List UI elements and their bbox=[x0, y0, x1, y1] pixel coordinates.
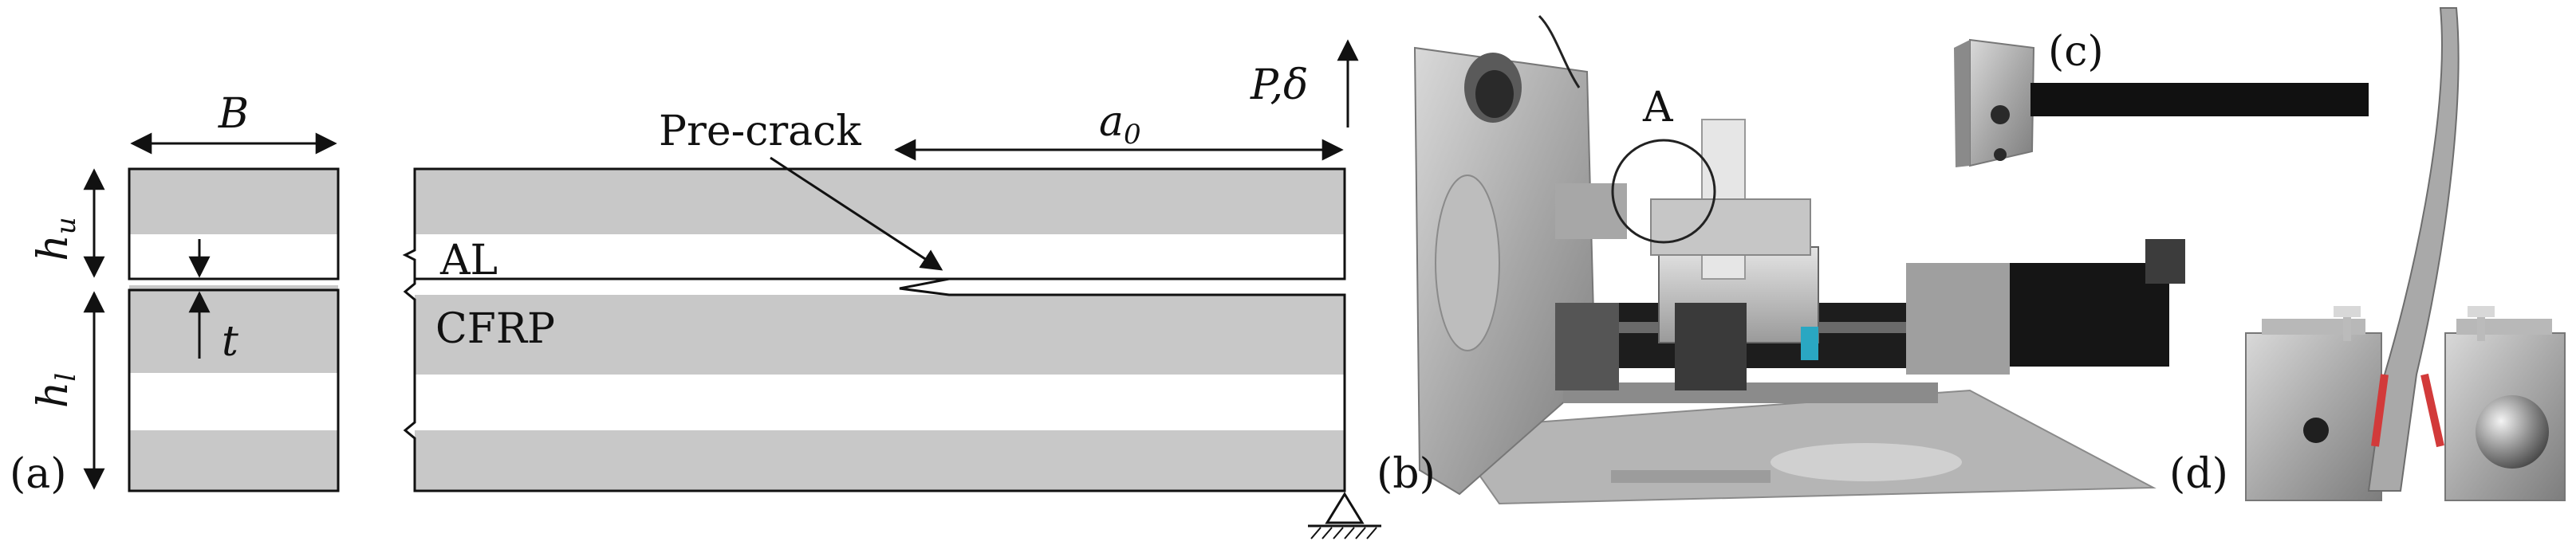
upper-height-label: hu bbox=[30, 217, 82, 261]
precrack-label: Pre-crack bbox=[659, 108, 861, 155]
specimen-photo: (d) bbox=[2169, 7, 2566, 501]
crack-length-label: a0 bbox=[1099, 98, 1141, 151]
grip-photo: (c) bbox=[1954, 28, 2369, 167]
detail-marker: A bbox=[1642, 84, 1674, 131]
adhesive-label: AL bbox=[439, 237, 498, 284]
lower-height-label: hl bbox=[30, 373, 82, 408]
side-view: P,δ a0 Pre-crack AL CFRP bbox=[402, 39, 1381, 539]
panel-label-c: (c) bbox=[2048, 28, 2104, 76]
test-machine-photo: A (b) bbox=[1377, 14, 2185, 505]
precrack-leader bbox=[770, 156, 943, 271]
pin-support bbox=[1308, 492, 1381, 539]
specimen-strip bbox=[2030, 83, 2369, 116]
panel-label-b: (b) bbox=[1377, 450, 1436, 498]
composite-label: CFRP bbox=[435, 305, 555, 353]
cross-section-lower-outline bbox=[128, 288, 340, 492]
cross-section-upper-outline bbox=[128, 167, 340, 280]
width-label: B bbox=[218, 90, 249, 138]
thickness-label: t bbox=[222, 318, 238, 366]
detail-circle bbox=[1611, 139, 1716, 244]
panel-label-d: (d) bbox=[2169, 450, 2228, 498]
panel-label-a: (a) bbox=[10, 450, 67, 498]
load-label: P,δ bbox=[1250, 61, 1308, 109]
cross-section: B hu hl t (a) bbox=[10, 90, 340, 498]
